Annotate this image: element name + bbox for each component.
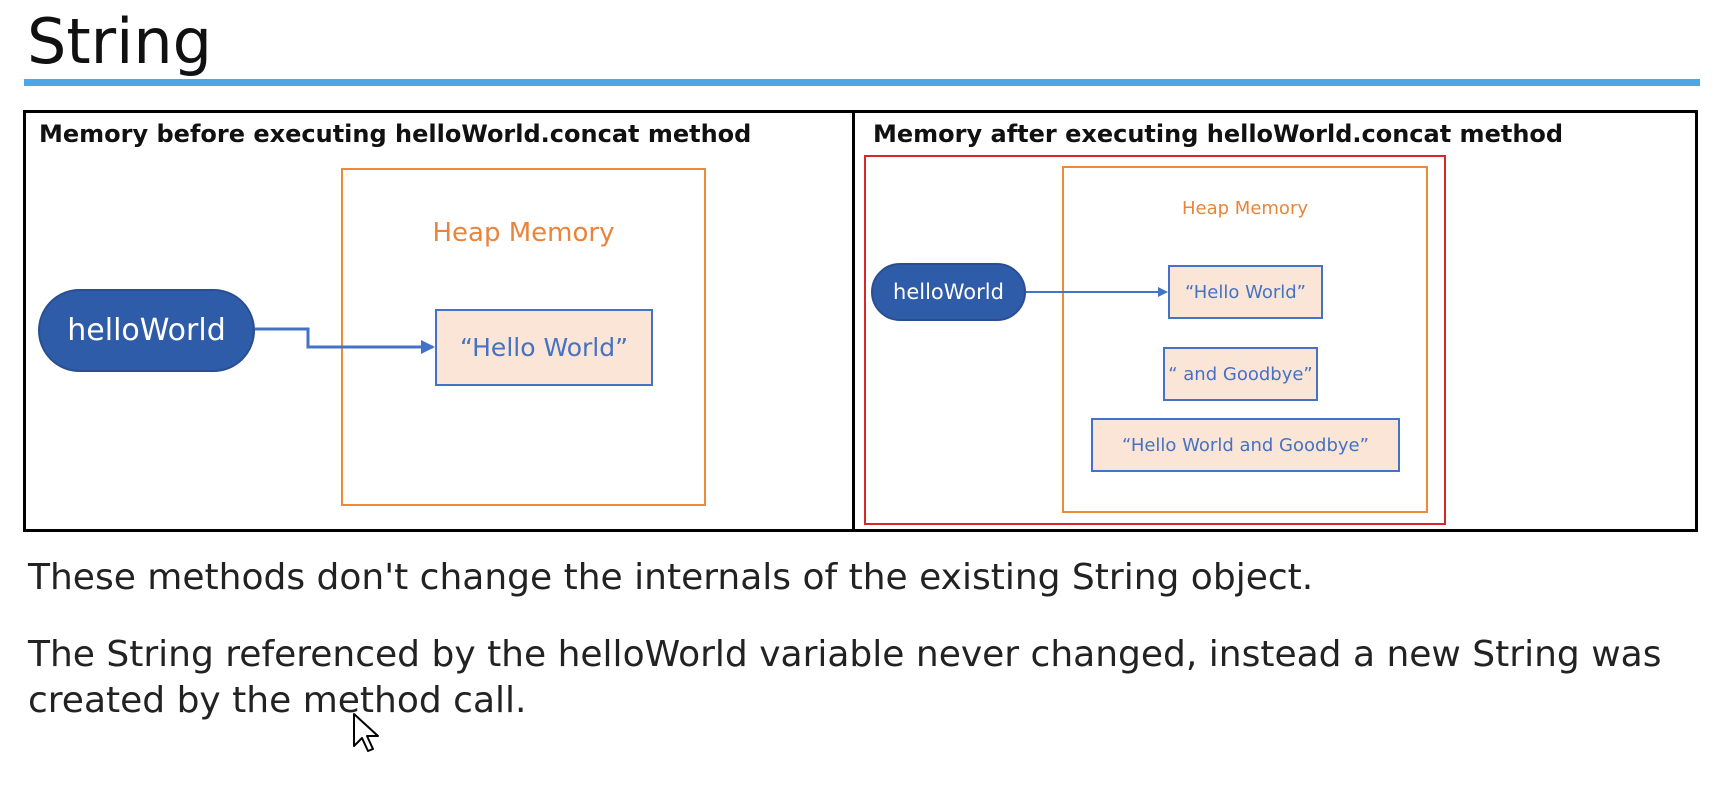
left-reference-arrow [255,327,435,354]
explanation-line-1: These methods don't change the internals… [28,557,1314,598]
diagram-frame [23,110,1698,532]
left-heap-memory-box [341,168,706,506]
mouse-pointer-icon [353,713,379,752]
left-heap-memory-label: Heap Memory [432,218,615,248]
left-variable-helloworld: helloWorld [38,289,255,372]
right-string-and-goodbye: “ and Goodbye” [1163,347,1318,401]
right-variable-helloworld: helloWorld [871,263,1026,321]
left-panel-heading: Memory before executing helloWorld.conca… [39,120,752,148]
right-string-hello-world-and-goodbye: “Hello World and Goodbye” [1091,418,1400,472]
right-panel-heading: Memory after executing helloWorld.concat… [873,120,1564,148]
slide-title: String [27,5,213,78]
explanation-line-2: The String referenced by the helloWorld … [28,634,1662,721]
left-string-hello-world: “Hello World” [435,309,653,386]
panel-divider [852,110,855,532]
right-heap-memory-label: Heap Memory [1182,198,1308,219]
right-heap-memory-box [1062,166,1428,513]
title-underline [24,79,1700,86]
right-highlight-box [864,155,1446,525]
right-string-hello-world: “Hello World” [1168,265,1323,319]
